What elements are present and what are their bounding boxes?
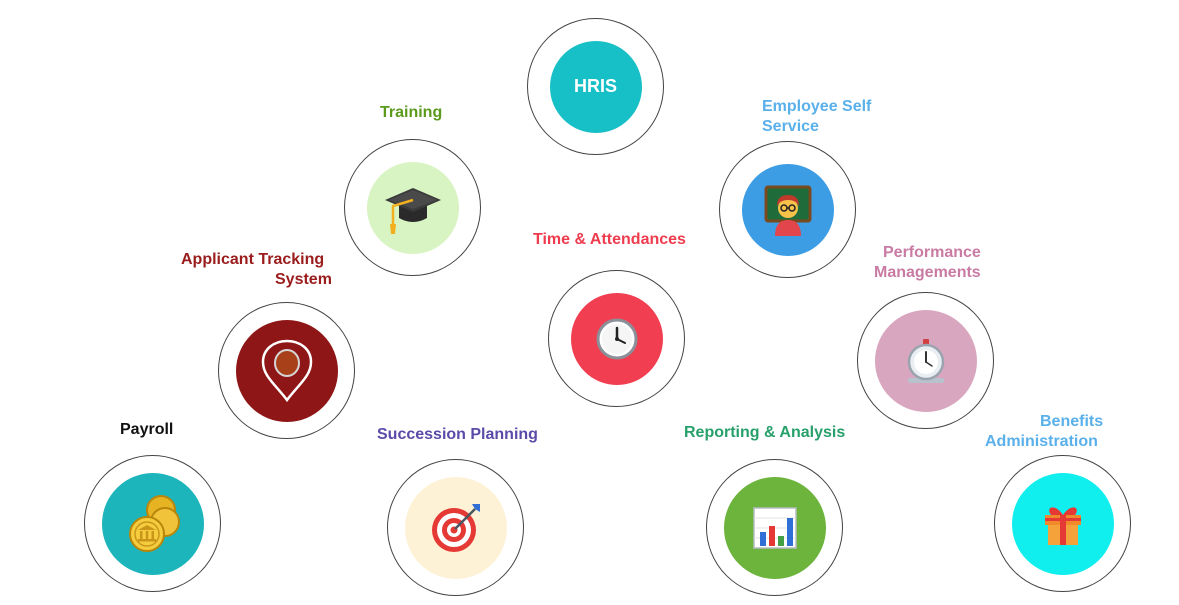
coins-icon xyxy=(128,494,180,552)
succession-planning-disc xyxy=(404,476,507,579)
succession-planning-label: Succession Planning xyxy=(377,426,538,443)
hris-node: HRIS xyxy=(527,18,664,155)
bar-chart-icon xyxy=(752,506,797,549)
training-node xyxy=(344,139,481,276)
reporting-analysis-disc xyxy=(723,476,826,579)
training-disc xyxy=(366,161,459,254)
applicant-tracking-disc xyxy=(235,319,338,422)
graduation-cap-icon xyxy=(384,187,441,234)
clock-icon xyxy=(596,318,637,359)
employee-self-service-disc xyxy=(741,163,834,256)
time-attendances-label: Time & Attendances xyxy=(533,231,686,248)
payroll-label: Payroll xyxy=(120,421,174,438)
benefits-administration-label-line1: Benefits xyxy=(1040,413,1104,430)
location-pin-icon xyxy=(261,339,312,402)
timer-clock-icon xyxy=(907,338,944,383)
benefits-administration-node xyxy=(994,455,1131,592)
applicant-tracking-label-line1: Applicant Tracking xyxy=(181,251,325,268)
benefits-administration-label-line2: Administration xyxy=(985,433,1098,450)
performance-disc xyxy=(874,309,977,412)
teacher-icon xyxy=(764,185,811,236)
time-attendances-disc xyxy=(570,292,663,385)
employee-self-service-label-line1: Employee Self xyxy=(762,98,872,115)
performance-label-line2: Managements xyxy=(874,264,981,281)
applicant-tracking-label-line2: System xyxy=(275,271,332,288)
hris-label: HRIS xyxy=(573,76,617,96)
applicant-tracking-node xyxy=(218,302,355,439)
payroll-disc xyxy=(101,472,204,575)
employee-self-service-node xyxy=(719,141,856,278)
target-icon xyxy=(431,503,480,552)
training-label: Training xyxy=(380,104,443,121)
gift-icon xyxy=(1044,506,1081,545)
performance-node xyxy=(857,292,994,429)
performance-label-line1: Performance xyxy=(883,244,981,261)
payroll-node xyxy=(84,455,221,592)
hris-disc: HRIS xyxy=(549,40,642,133)
reporting-analysis-label: Reporting & Analysis xyxy=(684,424,846,441)
succession-planning-node xyxy=(387,459,524,596)
reporting-analysis-node xyxy=(706,459,843,596)
benefits-administration-disc xyxy=(1011,472,1114,575)
employee-self-service-label-line2: Service xyxy=(762,118,819,135)
time-attendances-node xyxy=(548,270,685,407)
